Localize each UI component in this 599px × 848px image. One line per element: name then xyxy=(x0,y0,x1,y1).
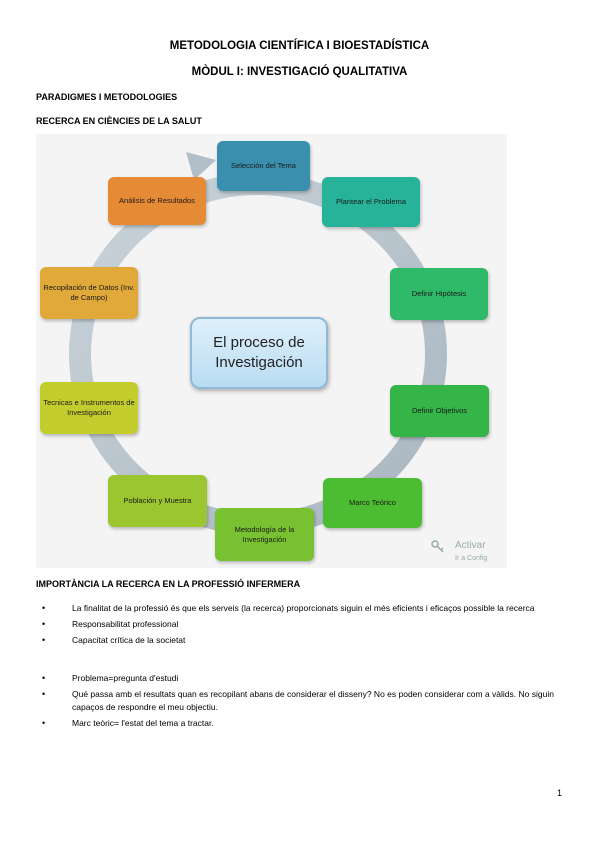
section-heading-research: RECERCA EN CIÈNCIES DE LA SALUT xyxy=(36,116,202,126)
step-label: Población y Muestra xyxy=(123,496,192,506)
document-subtitle: MÒDUL I: INVESTIGACIÓ QUALITATIVA xyxy=(191,66,408,78)
step-box: Recopilación de Datos (Inv. de Campo) xyxy=(40,267,138,319)
list-item: •Marc teòric= l'estat del tema a tractar… xyxy=(42,718,214,728)
step-label: Marco Teórico xyxy=(349,498,396,508)
step-box: Definir Objetivos xyxy=(390,385,489,437)
section-heading-importance: IMPORTÀNCIA LA RECERCA EN LA PROFESSIÓ I… xyxy=(36,579,301,589)
step-label: Selección del Tema xyxy=(231,161,296,171)
bullet-icon: • xyxy=(42,718,46,728)
step-label: Definir Hipótesis xyxy=(411,289,467,299)
activation-watermark: Activar Ir a Config xyxy=(431,538,507,568)
center-title-line2: Investigación xyxy=(215,354,303,371)
list-item: •Responsabilitat professional xyxy=(42,619,179,629)
document-title: METODOLOGIA CIENTÍFICA I BIOESTADÍSTICA xyxy=(169,40,430,52)
research-process-diagram: Selección del Tema Plantear el Problema … xyxy=(36,134,507,568)
step-box: Marco Teórico xyxy=(323,478,422,528)
bullet-icon: • xyxy=(42,689,46,699)
arrow-head-icon xyxy=(186,152,216,180)
step-label: Recopilación de Datos (Inv. de Campo) xyxy=(43,283,135,302)
watermark-line2: Ir a Config xyxy=(455,555,488,562)
step-label: Plantear el Problema xyxy=(335,197,407,207)
watermark-line1: Activar xyxy=(455,540,486,551)
step-box: Tecnicas e Instrumentos de Investigación xyxy=(40,382,138,434)
step-box: Definir Hipótesis xyxy=(390,268,488,320)
bullet-icon: • xyxy=(42,635,46,645)
bullet-icon: • xyxy=(42,673,46,683)
step-box: Selección del Tema xyxy=(217,141,310,191)
step-box: Metodología de la Investigación xyxy=(215,508,314,561)
step-label: Definir Objetivos xyxy=(411,406,468,416)
step-label: Tecnicas e Instrumentos de Investigación xyxy=(43,398,135,417)
list-item: •Problema=pregunta d'estudi xyxy=(42,673,179,683)
center-title-line1: El proceso de xyxy=(213,333,305,351)
section-heading-paradigms: PARADIGMES I METODOLOGIES xyxy=(36,92,178,102)
step-box: Análisis de Resultados xyxy=(108,177,206,225)
list-item: •La finalitat de la professió és que els… xyxy=(42,603,535,613)
page-number: 1 xyxy=(557,788,563,798)
list-item: •Capacitat crítica de la societat xyxy=(42,635,186,645)
bullet-icon: • xyxy=(42,619,46,629)
center-title-box: El proceso de Investigación xyxy=(190,317,328,389)
list-item: •Qué passa amb el resultats quan es reco… xyxy=(42,689,554,712)
step-box: Plantear el Problema xyxy=(322,177,420,227)
importance-list: •La finalitat de la professió és que els… xyxy=(36,602,566,650)
step-box: Población y Muestra xyxy=(108,475,207,527)
notes-list: •Problema=pregunta d'estudi •Qué passa a… xyxy=(36,672,566,733)
step-label: Análisis de Resultados xyxy=(119,196,195,206)
bullet-icon: • xyxy=(42,603,46,613)
key-icon xyxy=(431,540,444,553)
step-label: Metodología de la Investigación xyxy=(234,524,295,544)
